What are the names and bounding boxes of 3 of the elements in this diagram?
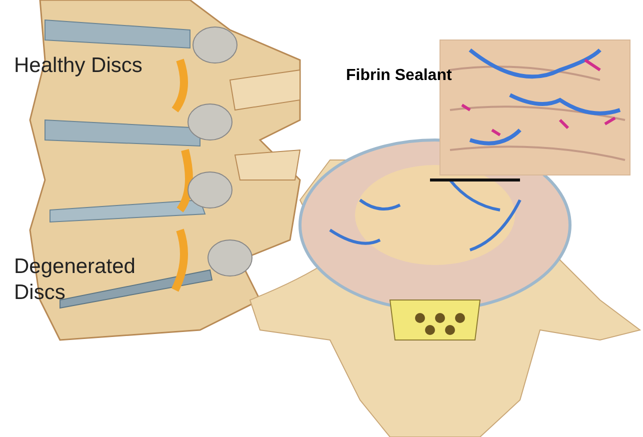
part-label: Degenerated Discs	[14, 254, 136, 306]
part-label: Fibrin Sealant	[346, 66, 453, 86]
part-label: Healthy Discs	[14, 53, 144, 79]
